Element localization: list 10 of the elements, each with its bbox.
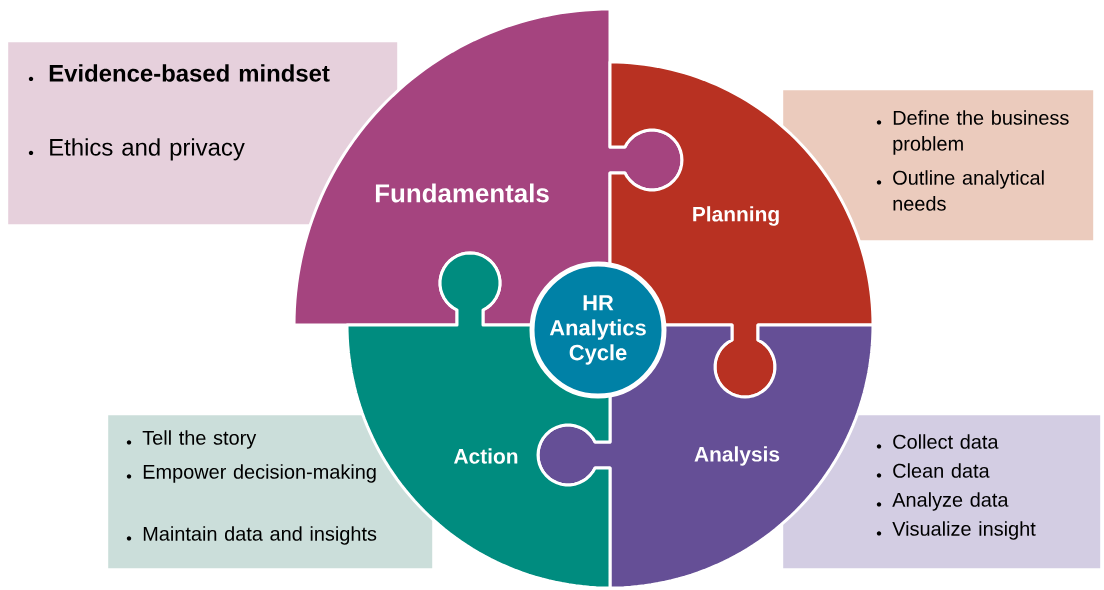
bullet-item: Define the business problem [876, 110, 1069, 155]
bullet-item: Analyze data [876, 492, 1009, 511]
bullet-item: Outline analytical needs [876, 170, 1044, 211]
bullet-item: Clean data [876, 463, 990, 478]
bullet-item: Tell the story [126, 430, 257, 449]
bullet-item: Collect data [876, 434, 999, 449]
text-panel [783, 415, 1101, 569]
bullet-item: Ethics and privacy [28, 138, 245, 161]
text-panel [108, 415, 433, 569]
bullet-item: Visualize insight [876, 521, 1036, 540]
